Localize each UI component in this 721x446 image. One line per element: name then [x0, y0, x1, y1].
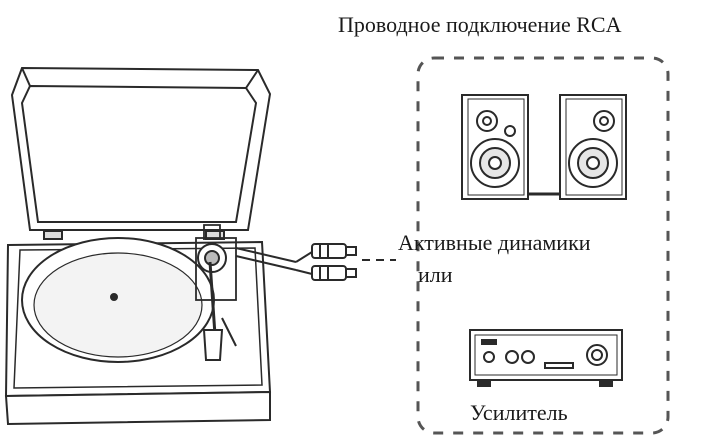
amplifier-label: Усилитель [470, 400, 568, 425]
diagram-title: Проводное подключение RCA [338, 12, 622, 37]
or-label: или [418, 262, 453, 287]
rca-plugs-icon [295, 243, 396, 281]
output-devices-frame [416, 56, 670, 435]
active-speakers-label: Активные динамики [398, 230, 591, 255]
amplifier-icon [469, 329, 623, 387]
turntable-icon [4, 66, 297, 426]
speakers-icon [461, 94, 627, 200]
